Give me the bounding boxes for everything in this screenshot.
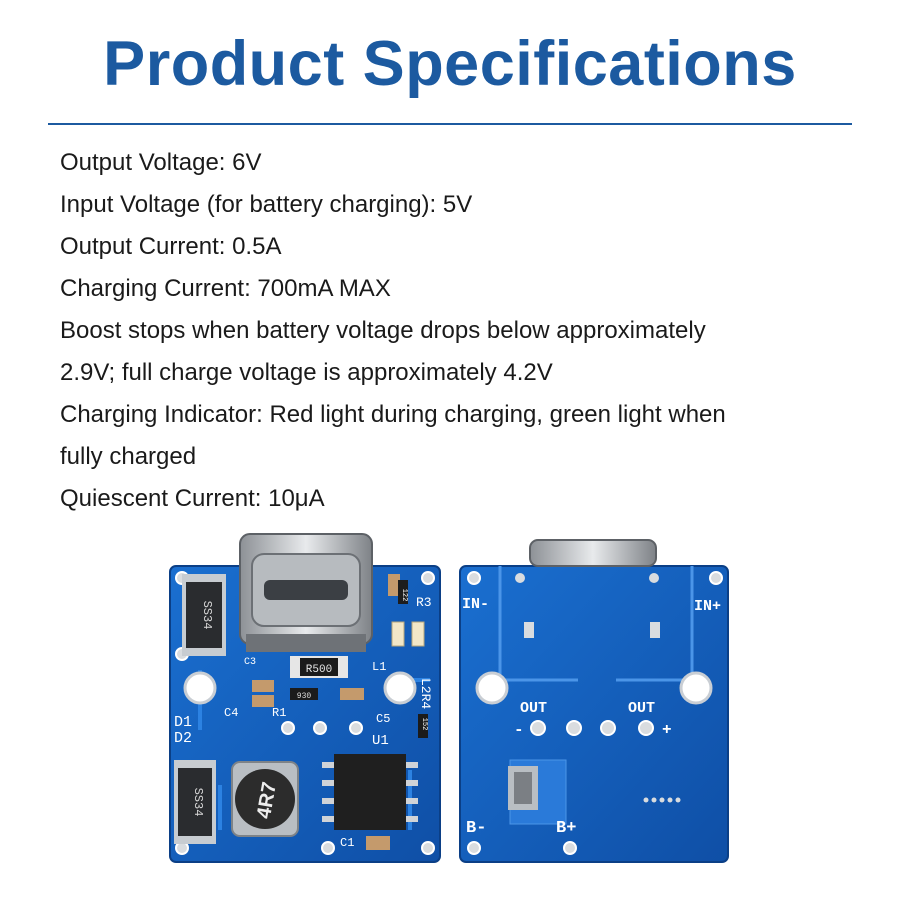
spec-boost-stop-line2: 2.9V; full charge voltage is approximate… — [60, 359, 553, 386]
resistor-r500: R500 — [290, 656, 348, 678]
label-out-left: OUT — [520, 700, 547, 717]
label-d1: D1 — [174, 714, 192, 731]
spec-boost-stop-line1: Boost stops when battery voltage drops b… — [60, 317, 706, 344]
pcb-back: IN- IN+ OUT OUT - + B- B+ — [459, 539, 729, 863]
label-in-plus: IN+ — [694, 598, 721, 615]
spec-list: Output Voltage: 6V Input Voltage (for ba… — [60, 142, 860, 520]
label-out-right: OUT — [628, 700, 655, 717]
spec-output-voltage: Output Voltage: 6V — [60, 149, 262, 176]
product-photo: SS34 122 R3 L2R4 R500 L1 930 C4 R1 C5 15… — [169, 533, 729, 863]
label-r1: R1 — [272, 706, 286, 720]
label-in-minus: IN- — [462, 596, 489, 613]
usb-c-connector — [239, 533, 373, 652]
spec-indicator-line2: fully charged — [60, 443, 197, 470]
pcb-front: SS34 122 R3 L2R4 R500 L1 930 C4 R1 C5 15… — [169, 533, 441, 863]
resistor-small-marking: 930 — [297, 692, 312, 701]
diode-1-marking: SS34 — [200, 601, 214, 630]
label-b-plus: B+ — [556, 819, 576, 838]
spec-indicator-line1: Charging Indicator: Red light during cha… — [60, 401, 726, 428]
spec-charging-current: Charging Current: 700mA MAX — [60, 275, 391, 302]
schottky-diode-top: SS34 — [182, 574, 226, 656]
diode-2-marking: SS34 — [191, 788, 205, 817]
label-r3: R3 — [416, 595, 432, 610]
label-l2r4: L2R4 — [418, 678, 433, 709]
schottky-diode-bottom: SS34 — [174, 760, 216, 844]
r3-code: 122 — [400, 589, 408, 602]
label-c3: C3 — [244, 657, 256, 668]
label-d2: D2 — [174, 730, 192, 747]
page-title: Product Specifications — [103, 29, 797, 99]
label-u1: U1 — [372, 733, 389, 749]
spec-input-voltage: Input Voltage (for battery charging): 5V — [60, 191, 473, 218]
inductor-4r7: 4R7 — [231, 761, 299, 837]
label-l1: L1 — [372, 660, 386, 674]
label-c1: C1 — [340, 836, 354, 850]
spec-output-current: Output Current: 0.5A — [60, 233, 282, 260]
label-out-plus: + — [662, 721, 672, 739]
title-divider — [48, 123, 852, 125]
label-c5: C5 — [376, 712, 390, 726]
spec-quiescent-current: Quiescent Current: 10μA — [60, 485, 325, 512]
label-out-minus: - — [514, 721, 524, 739]
label-c4: C4 — [224, 706, 238, 720]
resistor-main-marking: R500 — [306, 664, 332, 676]
r4-code: 152 — [420, 718, 428, 731]
label-b-minus: B- — [466, 819, 486, 838]
ic-u1 — [322, 754, 418, 830]
